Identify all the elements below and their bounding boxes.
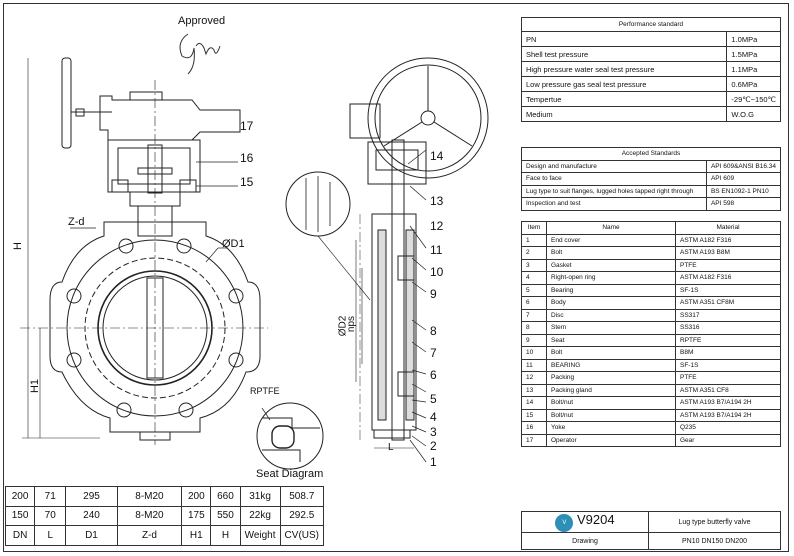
callout-4: 4 (430, 410, 437, 424)
approval-signature (179, 33, 221, 75)
callout-5: 5 (430, 392, 437, 406)
seat-diagram (256, 402, 324, 470)
product-name: Lug type butterfly valve (648, 511, 781, 533)
company-logo-icon: V (555, 514, 574, 532)
callout-11: 11 (430, 243, 443, 257)
drawing-frame (3, 3, 789, 552)
title-block: V V9204 Lug type butterfly valve Drawing… (521, 511, 781, 550)
detail-circle (285, 171, 371, 301)
performance-title: Performance standard (521, 17, 781, 32)
callout-14: 14 (430, 149, 444, 163)
d1-label: ØD1 (222, 238, 245, 250)
callout-16: 16 (240, 151, 254, 165)
callout-13: 13 (430, 194, 444, 208)
product-spec: PN10 DN150 DN200 (648, 532, 781, 550)
standards-title: Accepted Standards (521, 147, 781, 161)
h1-label: H1 (29, 378, 42, 394)
bolt-holes (66, 238, 244, 418)
nps-label: nps (346, 315, 358, 333)
zd-label: Z-d (68, 216, 85, 228)
callout-8: 8 (430, 324, 437, 338)
callout-9: 9 (430, 287, 437, 301)
col-material: Material (675, 221, 781, 235)
seat-diagram-caption: Seat Diagram (256, 468, 324, 480)
side-view (349, 57, 489, 463)
col-name: Name (546, 221, 676, 235)
callout-1: 1 (430, 455, 437, 469)
approved-label: Approved (178, 15, 226, 27)
yoke (107, 139, 201, 193)
l-label: L (388, 442, 394, 453)
callout-10: 10 (430, 265, 444, 279)
col-item: Item (521, 221, 547, 235)
drawing-label: Drawing (521, 532, 649, 550)
table-row: Lug type to suit flanges, lugged holes t… (521, 184, 782, 198)
callout-17: 17 (240, 119, 254, 133)
valve-body (49, 221, 261, 433)
callout-15: 15 (240, 175, 254, 189)
table-row: Tempertue-29℃~150℃ (520, 91, 781, 107)
callout-3: 3 (430, 425, 437, 439)
handwheel-side (367, 57, 489, 179)
callout-6: 6 (430, 368, 437, 382)
gearbox (99, 95, 241, 141)
handwheel-front (61, 57, 72, 149)
callout-7: 7 (430, 346, 437, 360)
callout-2: 2 (430, 439, 437, 453)
callout-12: 12 (430, 219, 444, 233)
drawing-code: V9204 (577, 512, 615, 528)
rptfe-label: RPTFE (250, 386, 280, 396)
front-view (20, 57, 268, 445)
h-label: H (11, 242, 24, 250)
standards-table: Accepted Standards Design and manufactur… (521, 147, 782, 211)
